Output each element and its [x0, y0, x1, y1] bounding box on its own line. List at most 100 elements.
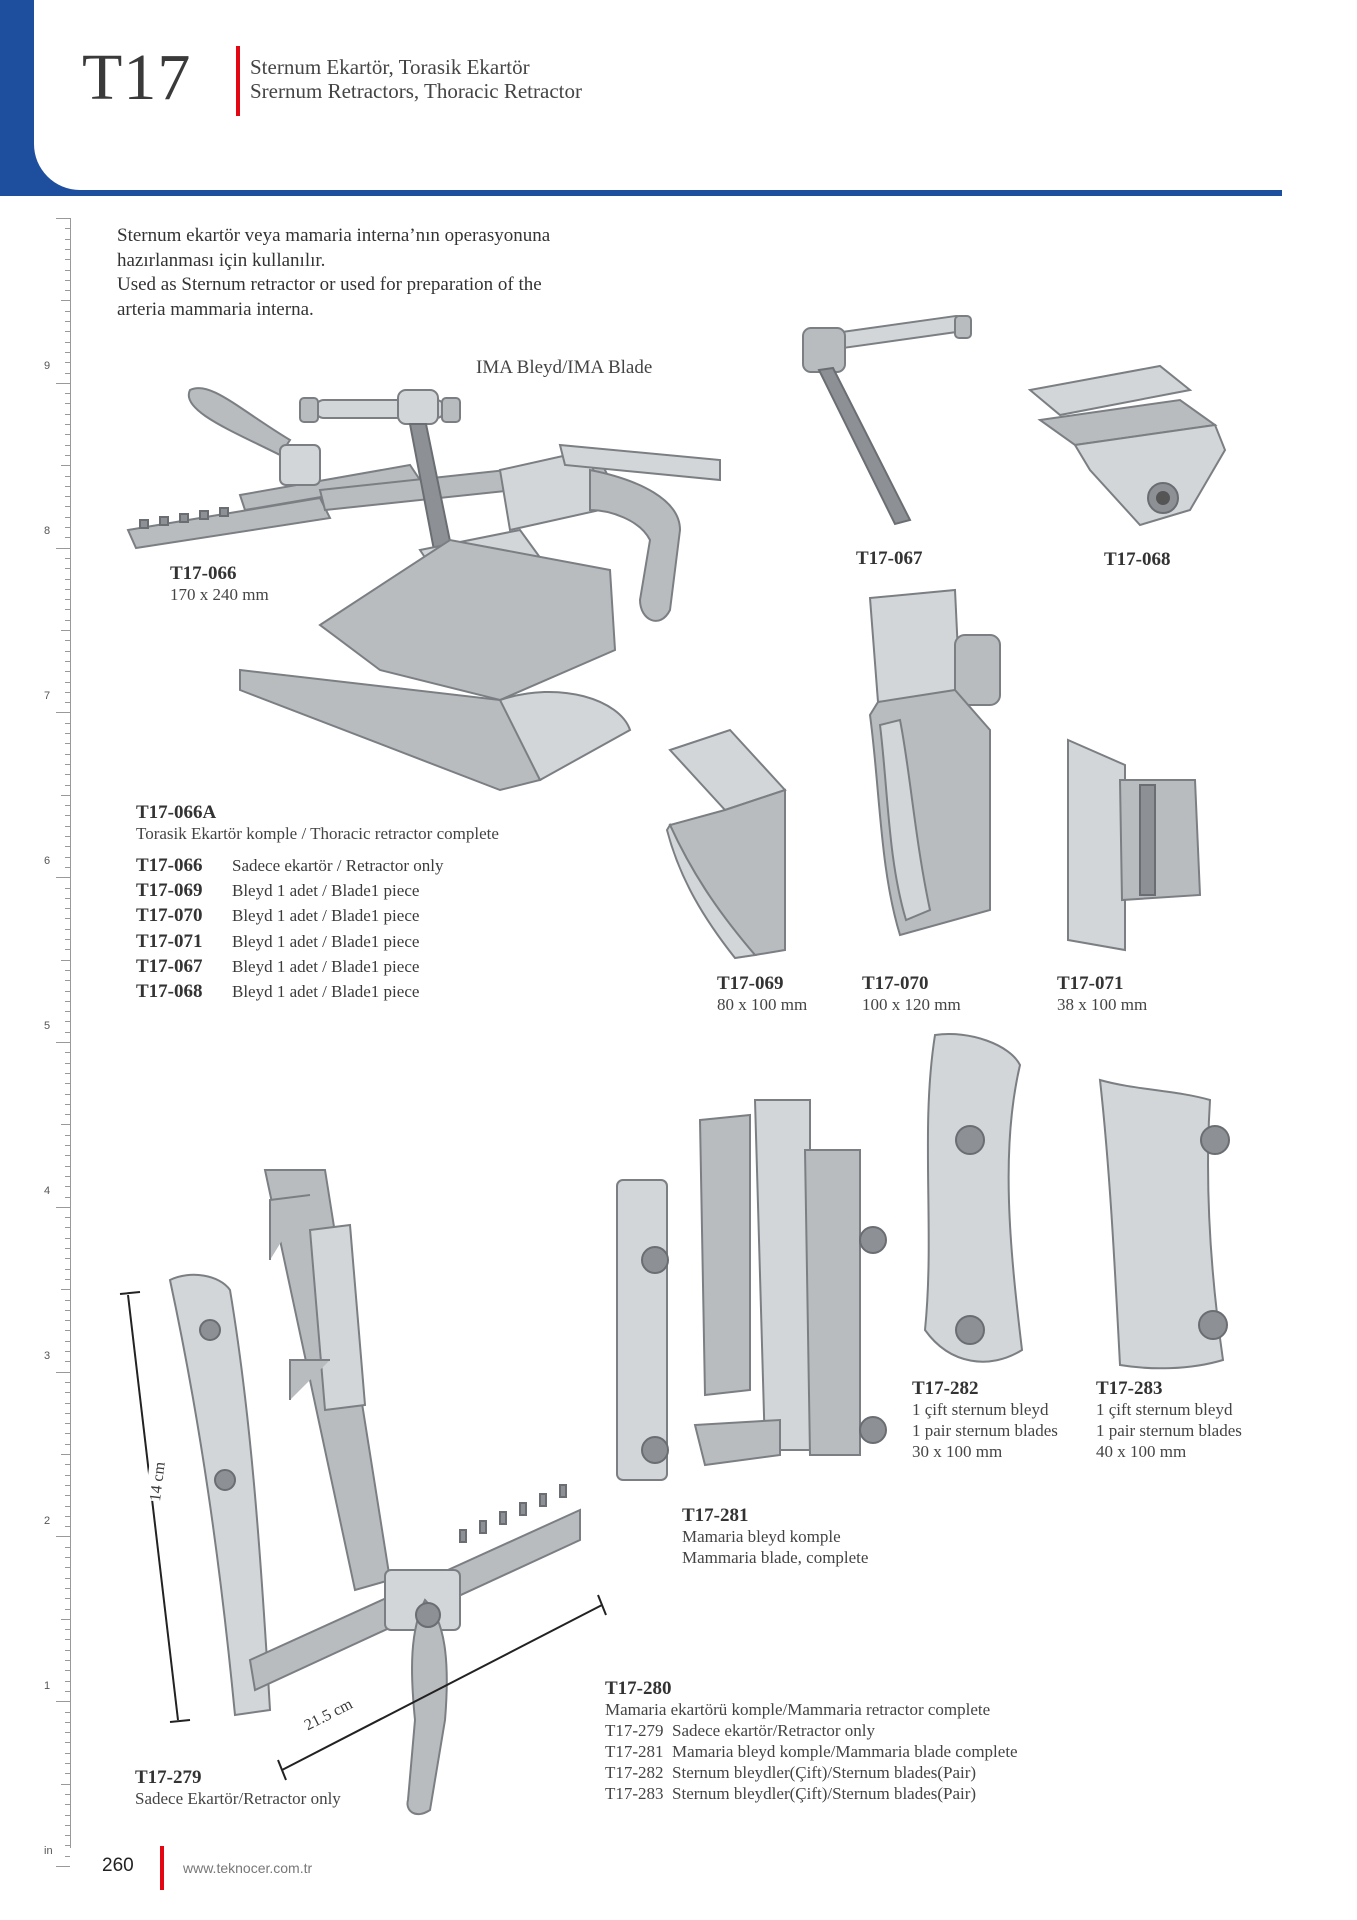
sternum-blade-t17-282-illustration — [923, 1033, 1024, 1363]
ruler-tick — [65, 1557, 70, 1558]
ruler-tick — [65, 856, 70, 858]
footer-divider — [160, 1846, 164, 1890]
ruler-tick — [65, 1649, 70, 1651]
product-t17-282: T17-282 1 çift sternum bleyd 1 pair ster… — [912, 1378, 1058, 1462]
ruler-tick — [65, 1824, 70, 1826]
ruler-tick — [65, 733, 70, 734]
ruler-mark: 5 — [44, 1020, 51, 1032]
ruler-tick — [65, 980, 70, 982]
blade-t17-070-illustration — [868, 588, 1001, 937]
blade-t17-071-illustration — [1067, 738, 1202, 952]
ruler-tick — [65, 1773, 70, 1775]
ruler-tick — [65, 1021, 70, 1023]
product-code: T17-283 — [1096, 1378, 1163, 1399]
product-t17-280: T17-280 Mamaria ekartörü komple/Mammaria… — [605, 1678, 1018, 1804]
ruler-tick — [56, 218, 70, 219]
ruler-tick — [65, 413, 70, 415]
ruler-tick — [65, 1577, 70, 1579]
ruler-tick — [65, 784, 70, 786]
product-line: 1 çift sternum bleyd — [1096, 1400, 1233, 1419]
product-size: 30 x 100 mm — [912, 1442, 1003, 1461]
product-code: T17-279 — [135, 1767, 202, 1788]
ruler-tick — [65, 918, 70, 920]
product-line: 1 çift sternum bleyd — [912, 1400, 1049, 1419]
product-code: T17-282 — [912, 1378, 979, 1399]
ruler-tick — [65, 1587, 70, 1589]
ruler-tick — [61, 300, 70, 302]
ruler-tick — [65, 908, 70, 910]
ruler-tick — [65, 1855, 70, 1857]
ruler-tick — [65, 269, 70, 271]
ruler-tick — [65, 619, 70, 621]
item-desc: Sadece ekartör / Retractor only — [232, 856, 444, 875]
ruler-tick — [65, 403, 70, 405]
ruler-tick — [65, 1484, 70, 1486]
list-item: T17-283 Sternum bleydler(Çift)/Sternum b… — [605, 1784, 977, 1803]
ruler-line — [70, 218, 71, 1848]
ruler-tick — [65, 393, 70, 395]
ruler-tick — [65, 1114, 70, 1116]
ruler-tick — [65, 1268, 70, 1270]
ruler-tick — [65, 1062, 70, 1064]
mammaria-blade-illustration — [616, 1099, 887, 1481]
ruler-tick — [65, 1670, 70, 1672]
ruler-tick — [65, 1011, 70, 1013]
product-t17-070: T17-070 100 x 120 mm — [862, 973, 961, 1015]
ruler-tick — [65, 1165, 70, 1167]
website-link[interactable]: www.teknocer.com.tr — [183, 1860, 313, 1876]
ruler-mark: 9 — [44, 360, 51, 372]
ruler-tick — [65, 321, 70, 322]
ruler-tick — [61, 465, 70, 467]
ruler-tick — [65, 1361, 70, 1363]
ruler-tick — [65, 897, 70, 899]
ruler-tick — [65, 1814, 70, 1816]
ruler-tick — [65, 691, 70, 693]
ruler-tick — [65, 1835, 70, 1837]
product-code: T17-280 — [605, 1678, 672, 1699]
ruler-tick — [65, 1072, 70, 1074]
item-desc: Bleyd 1 adet / Blade1 piece — [232, 906, 420, 926]
intro-line: hazırlanması için kullanılır. — [117, 249, 326, 271]
product-desc: Sadece Ekartör/Retractor only — [135, 1789, 341, 1808]
ruler-tick — [65, 1464, 70, 1466]
ruler-tick — [65, 516, 70, 518]
ruler-tick — [65, 310, 70, 312]
ima-blade-illustration — [1027, 364, 1227, 527]
ruler-mark: in — [44, 1845, 53, 1857]
product-size: 100 x 120 mm — [862, 995, 961, 1014]
ruler-mark: 3 — [44, 1350, 51, 1362]
sternum-blade-t17-283-illustration — [1098, 1078, 1230, 1370]
ruler-mark: 8 — [44, 525, 51, 537]
ruler-tick — [56, 1042, 70, 1043]
ruler-tick — [65, 1793, 70, 1795]
page-number: 260 — [102, 1855, 134, 1876]
ruler-tick — [61, 959, 70, 961]
product-size: 170 x 240 mm — [170, 585, 269, 604]
ruler-tick — [65, 259, 70, 261]
product-code: T17-070 — [862, 973, 929, 994]
item-desc: Bleyd 1 adet / Blade1 piece — [232, 956, 420, 976]
ruler-tick — [65, 1145, 70, 1146]
ruler-tick — [65, 1495, 70, 1497]
ruler-tick — [65, 1680, 70, 1682]
ruler-tick — [65, 1763, 70, 1764]
ruler-tick — [61, 1454, 70, 1455]
ruler-tick — [65, 238, 70, 240]
product-code: T17-281 — [682, 1505, 749, 1526]
product-t17-067: T17-067 — [856, 548, 923, 569]
ruler-tick — [65, 640, 70, 642]
product-size: 80 x 100 mm — [717, 995, 808, 1014]
ruler-tick — [65, 485, 70, 487]
product-t17-279: T17-279 Sadece Ekartör/Retractor only — [135, 1767, 341, 1809]
ruler-tick — [65, 1660, 70, 1661]
ruler-mark: 2 — [44, 1515, 51, 1527]
intro-line: arteria mammaria interna. — [117, 298, 314, 320]
mammaria-retractor-illustration — [168, 1169, 581, 1816]
ruler-tick — [65, 1351, 70, 1352]
ruler-tick — [65, 815, 70, 817]
product-line: Mammaria blade, complete — [682, 1548, 869, 1567]
ruler-tick — [65, 681, 70, 683]
item-desc: Bleyd 1 adet / Blade1 piece — [232, 881, 420, 901]
